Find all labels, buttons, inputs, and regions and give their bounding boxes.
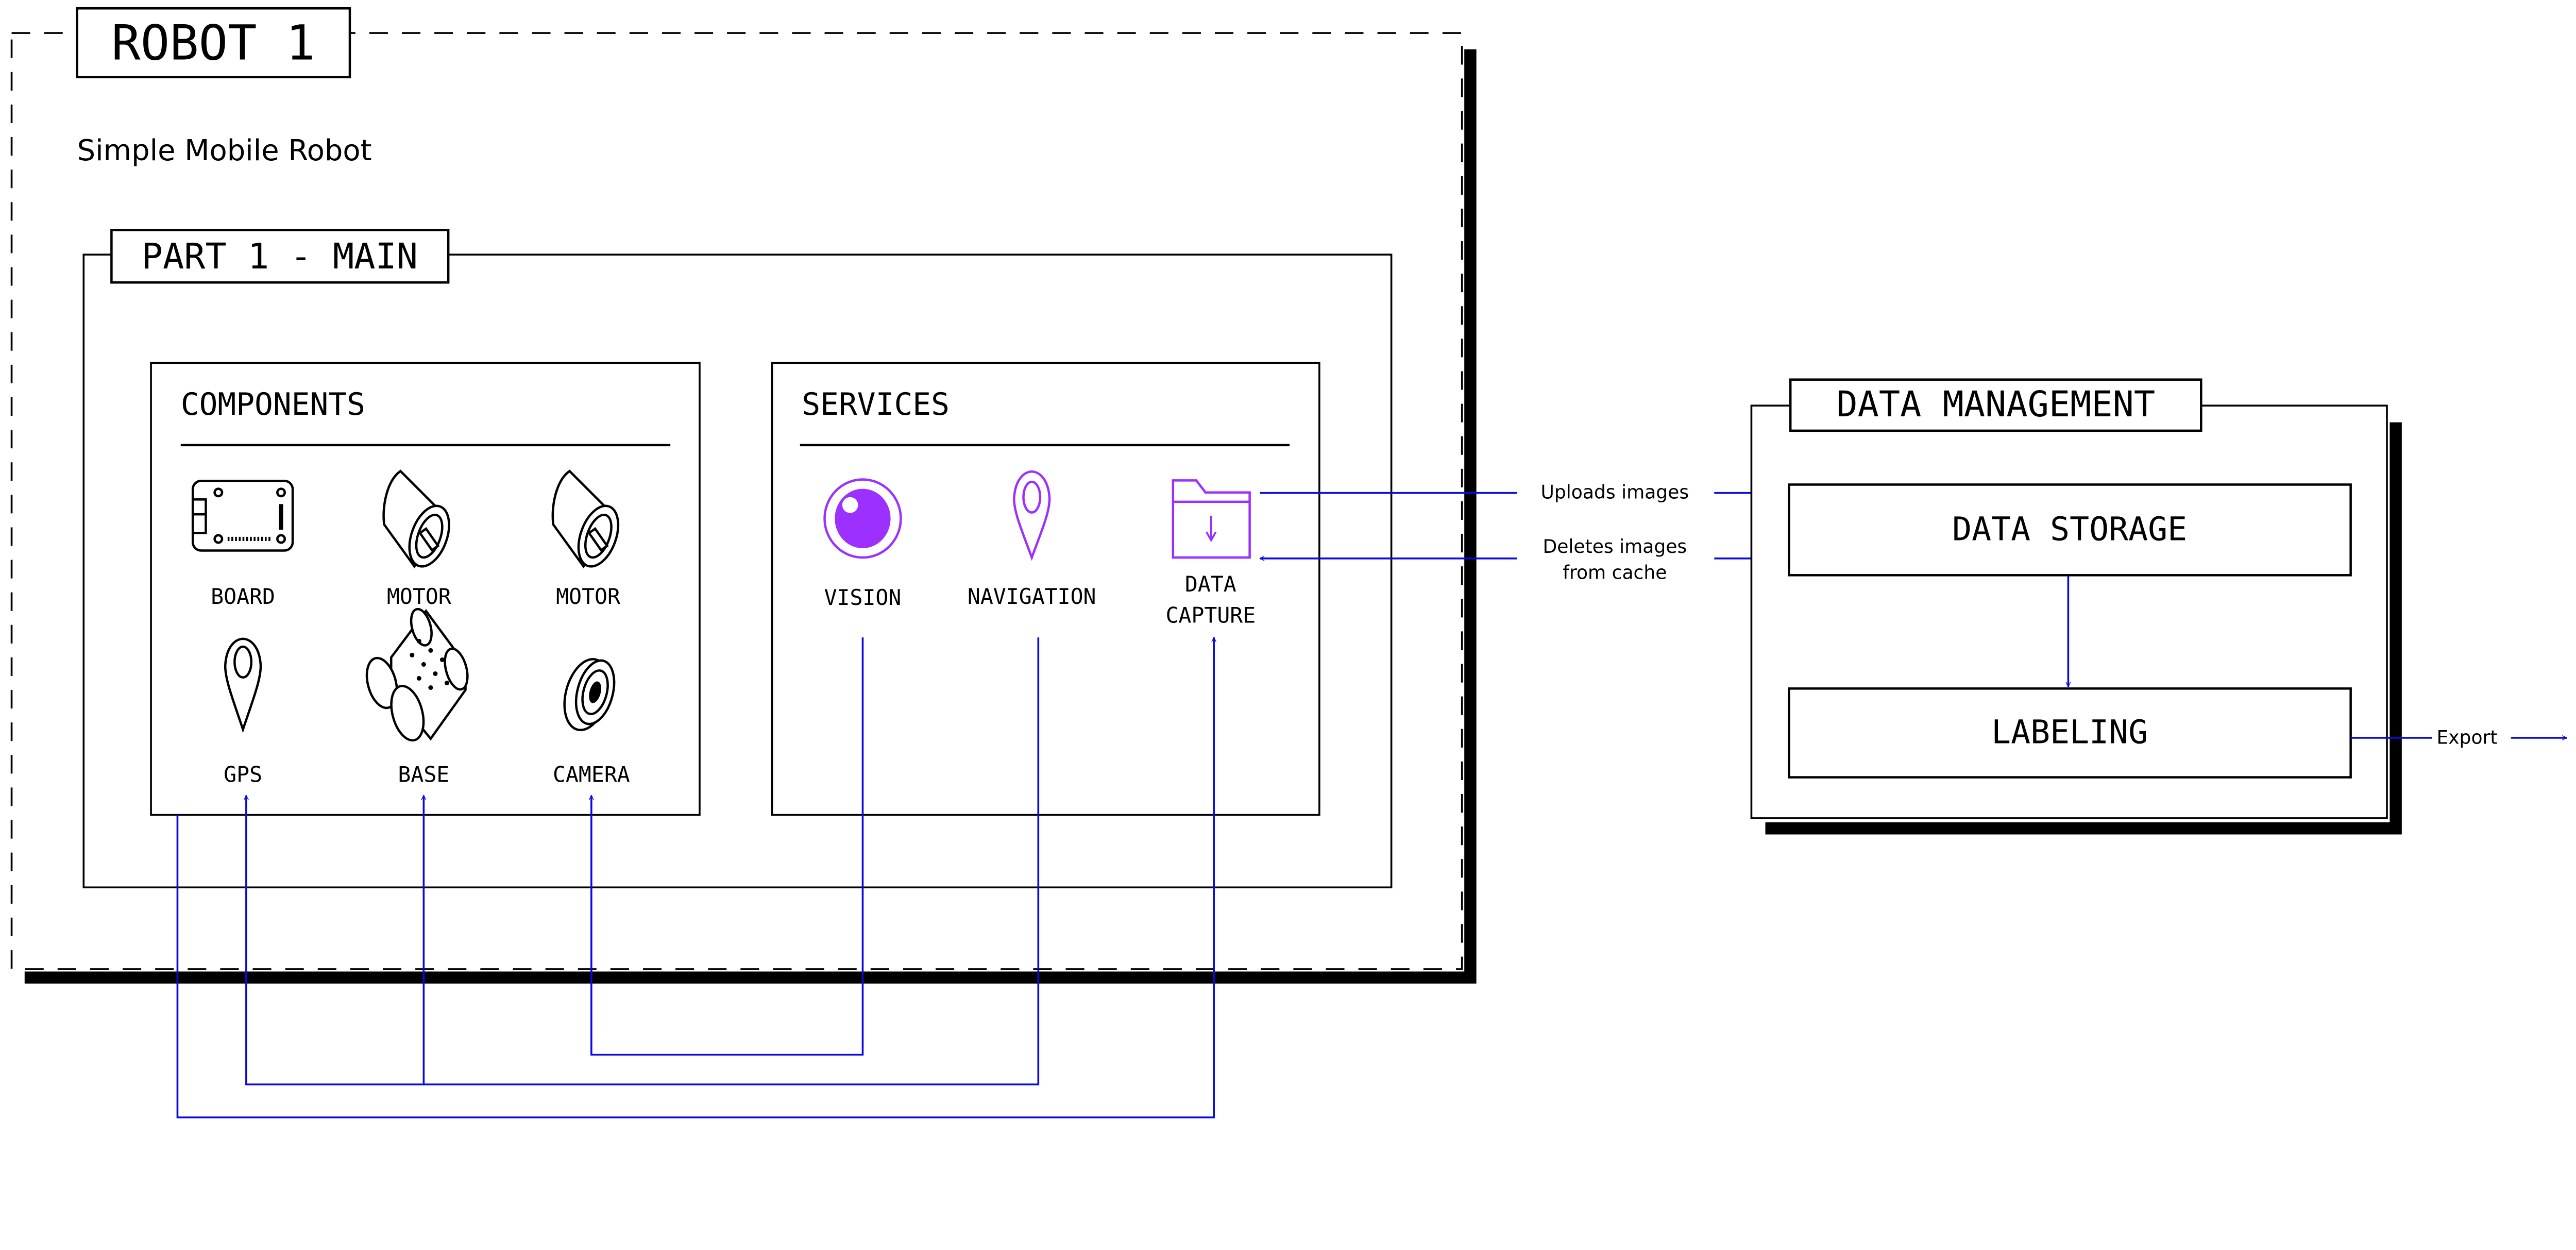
part-main: PART 1 - MAIN [82, 229, 1393, 889]
data-management-title-box [1789, 378, 2202, 432]
data-storage-label: DATA STORAGE [1952, 510, 2187, 548]
component-label: MOTOR [556, 584, 620, 609]
connector-components-datacapture [176, 637, 1214, 1119]
component-label: BASE [398, 763, 449, 787]
labeling-box[interactable]: LABELING [1788, 687, 2352, 779]
component-board[interactable]: BOARD [191, 480, 294, 609]
service-navigation[interactable]: NAVIGATION [968, 470, 1096, 609]
component-motor-1[interactable]: MOTOR [382, 469, 457, 609]
labeling-label: LABELING [1991, 713, 2148, 751]
robot-title-box [76, 7, 351, 78]
components-title: COMPONENTS [181, 387, 365, 423]
components-panel: COMPONENTS BOARD MOTOR [150, 362, 701, 816]
folder-download-icon [1172, 479, 1251, 559]
part-main-border [82, 254, 1393, 889]
deletes-label-line2: from cache [1563, 562, 1667, 584]
map-pin-icon [224, 637, 262, 733]
deletes-label-line1: Deletes images [1543, 536, 1687, 558]
eye-icon [823, 478, 902, 559]
robot-frame-border [10, 32, 1463, 970]
camera-icon [563, 658, 616, 732]
robot-architecture-diagram: ROBOT 1 Simple Mobile Robot PART 1 - MAI… [10, 7, 2576, 1119]
services-panel: SERVICES VISION NAVIGATION [771, 362, 1320, 816]
motor-icon [382, 469, 450, 569]
robot-frame: ROBOT 1 Simple Mobile Robot [10, 7, 1477, 984]
part-title: PART 1 - MAIN [142, 236, 418, 277]
data-storage-box[interactable]: DATA STORAGE [1788, 483, 2352, 577]
components-border [150, 362, 701, 816]
base-icon [365, 607, 469, 742]
part-title-box [110, 229, 450, 284]
connectors [176, 637, 1214, 1119]
service-vision[interactable]: VISION [823, 478, 902, 610]
component-label: CAMERA [553, 763, 630, 787]
robot-frame-shadow [24, 49, 1477, 984]
component-label: MOTOR [387, 584, 451, 609]
export-label: Export [2436, 727, 2497, 749]
component-gps[interactable]: GPS [224, 637, 262, 787]
component-label: BOARD [211, 584, 275, 609]
connector-navigation-gps [246, 637, 1040, 1086]
component-label: GPS [224, 763, 262, 787]
board-icon [191, 480, 294, 552]
service-label-line1: DATA [1185, 572, 1236, 597]
service-label: NAVIGATION [968, 584, 1096, 609]
component-motor-2[interactable]: MOTOR [551, 469, 626, 609]
component-camera[interactable]: CAMERA [553, 654, 630, 787]
data-flows: Uploads images Deletes images from cache [1260, 482, 1787, 584]
component-base[interactable]: BASE [362, 607, 471, 787]
robot-title: ROBOT 1 [111, 15, 315, 71]
robot-subtitle: Simple Mobile Robot [77, 134, 372, 167]
map-pin-icon [1013, 470, 1051, 561]
data-management-title: DATA MANAGEMENT [1836, 384, 2155, 425]
labeling-border [1788, 687, 2352, 779]
uploads-label: Uploads images [1541, 482, 1689, 503]
connector-vision-camera [591, 637, 864, 1056]
data-management-shadow [1765, 422, 2402, 835]
service-label: VISION [824, 585, 902, 610]
service-data-capture[interactable]: DATA CAPTURE [1165, 479, 1256, 628]
motor-icon [551, 469, 620, 569]
data-storage-border [1788, 483, 2352, 577]
data-management-panel: DATA MANAGEMENT DATA STORAGE LABELING Ex… [1750, 378, 2567, 835]
services-title: SERVICES [802, 387, 950, 423]
service-label-line2: CAPTURE [1165, 603, 1256, 628]
services-border [771, 362, 1320, 816]
